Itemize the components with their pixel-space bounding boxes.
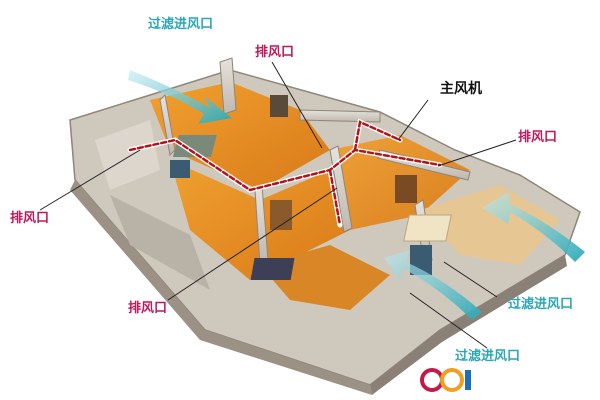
label-exhaust-left: 排风口 xyxy=(10,211,50,226)
airflow-arrows xyxy=(128,70,585,320)
tv-unit xyxy=(270,95,288,117)
wardrobe xyxy=(395,175,417,203)
window-panel xyxy=(170,160,190,178)
label-main-unit: 主风机 xyxy=(440,81,482,97)
floor-areas xyxy=(95,82,560,310)
watermark-logo xyxy=(420,368,471,392)
fresh-air-flow-arrow-right xyxy=(482,192,585,262)
fresh-air-flow-arrow xyxy=(128,70,232,124)
label-intake-bottom: 过滤进风口 xyxy=(455,349,521,364)
label-intake-top: 过滤进风口 xyxy=(148,17,214,32)
label-exhaust-top: 排风口 xyxy=(255,45,295,60)
bed-dark xyxy=(250,258,295,280)
duct-branch-down xyxy=(328,168,342,227)
leader-lines xyxy=(39,61,517,349)
fresh-air-flow-arrow-bottom xyxy=(384,250,482,320)
bedroom-floor xyxy=(420,185,560,265)
sofa xyxy=(172,135,217,157)
cabinet xyxy=(270,200,292,230)
label-exhaust-right: 排风口 xyxy=(518,130,558,145)
duct-branch-up xyxy=(353,120,402,152)
bathroom-floor xyxy=(110,195,210,290)
bed-light xyxy=(403,214,452,242)
label-exhaust-bottom: 排风口 xyxy=(128,301,168,316)
duct-main xyxy=(128,138,442,192)
furniture xyxy=(170,95,452,280)
kitchen-floor xyxy=(95,120,160,190)
label-intake-right: 过滤进风口 xyxy=(508,297,574,312)
